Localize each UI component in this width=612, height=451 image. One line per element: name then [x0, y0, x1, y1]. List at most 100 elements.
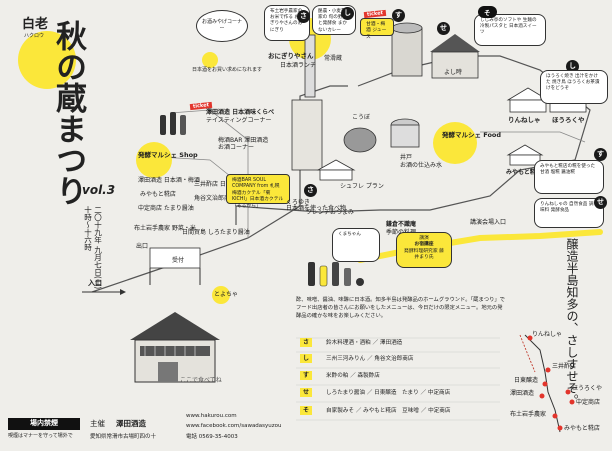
- hakko-food-label: 発酵マルシェ Food: [442, 131, 502, 139]
- ringo-marker: せ: [594, 196, 607, 209]
- regional-dot-sawada: [539, 393, 545, 399]
- hourokuya-bubble: ほうろく焼き 出汁をかけた 焼き鳥 ほうろくお茶漬けをどうぞ: [540, 70, 608, 104]
- yoshimura-marker: せ: [437, 22, 450, 35]
- roster-row-se: せしろたまり醤油 ／ 日東醸造 たまり ／ 中定商店: [300, 388, 450, 397]
- sawada-taste-label: 澤田酒造 日本酒味くらべ: [206, 109, 275, 116]
- marker-blob-food: [433, 122, 477, 164]
- ringo-bubble: りんねしゃの 自然食品 調味料 発酵食品: [534, 198, 604, 228]
- regional-dot-nakasada: [569, 399, 575, 405]
- peninsula-road: [519, 334, 536, 373]
- regional-dot-hourokuya: [565, 389, 571, 395]
- brand-logo: 白老: [22, 17, 49, 32]
- phone-number: 電話 0569-35-4003: [186, 434, 238, 440]
- shop-miyamoto: みやもと糀店: [140, 191, 176, 198]
- festival-time: 十時〜十六時: [83, 206, 93, 251]
- shufure-tent: [316, 159, 356, 171]
- shop-nakasada: 中定商店 たまり醤油: [138, 205, 194, 212]
- chimney: [304, 34, 316, 98]
- url-facebook[interactable]: www.facebook.com/sawadasyuzou: [186, 423, 282, 429]
- sawada-taste-sub-label: テイスティングコーナー: [206, 117, 272, 124]
- route-line-food: [480, 131, 586, 143]
- regional-dot-nitto: [542, 381, 548, 387]
- description-text: 酢、味噌、醤油、味醂に日本酒。知多半島は発酵品のホームグラウンド。「蔵まつり」で…: [296, 297, 505, 320]
- toyo-label: とよちゃ: [214, 291, 239, 298]
- reception-tent: [149, 247, 201, 269]
- amazake-box: 甘酒・梅酒 ジュース: [360, 18, 394, 40]
- volume-label: vol.3: [82, 183, 116, 197]
- regional-dot-nuno: [552, 413, 558, 419]
- entrance-label: 入口: [88, 279, 102, 287]
- hakko-shop-label: 発酵マルシェ Shop: [138, 151, 198, 159]
- entrance-arrow-head: [120, 289, 126, 295]
- miyamoto-tent: [506, 144, 544, 156]
- shufure-label: シュフレ プラン: [340, 183, 384, 190]
- shufure-marker: さ: [304, 184, 317, 197]
- regional-dot-ringo: [527, 335, 533, 341]
- omiyage-sub-label: 日本酒をお買い求めになれます: [192, 67, 263, 73]
- miyamoto-label: みやもと糀店: [506, 169, 542, 176]
- route-line-shop: [159, 156, 231, 177]
- soul-company-sub: 梅酒カクテル「菊 KICHI」日本酒カクテル「そるから」: [232, 190, 284, 209]
- onigiri-label: おにぎりやさん: [268, 52, 314, 60]
- sake-bottle-6: [332, 262, 339, 286]
- shop-marker-blob: [136, 142, 172, 178]
- kuroyuki-sub-label: 日本酒を使った食べ物: [286, 205, 347, 212]
- organizer-label: 主催: [90, 419, 105, 428]
- kuroyuki-label: くろゆき: [286, 199, 311, 206]
- organizer-name: 澤田酒造: [116, 419, 146, 428]
- marker-blob-omiyage: [202, 52, 218, 68]
- toyo-note-label: ここで食べてね: [180, 377, 222, 384]
- miyamoto-marker: す: [594, 148, 607, 161]
- title-highlight-blob: [18, 31, 76, 89]
- lecture-title: お宿講座: [414, 242, 434, 248]
- brand-logo-sub: ハクロウ: [24, 33, 45, 39]
- regional-label-nuno: 布土岩手農家: [510, 411, 547, 418]
- lecture-entrance-label: 講演会場入口: [470, 219, 507, 226]
- regional-label-ringo: りんねしゃ: [532, 331, 563, 338]
- roster-row-sa: さ鈴木料理酒・酒粕 ／ 澤田酒造: [300, 338, 402, 347]
- shop-nuno: 布土岩手農家 野菜・米: [134, 225, 196, 232]
- hourokuya-marker: し: [566, 60, 579, 73]
- kamakura-label: 鎌倉不識庵: [386, 221, 417, 228]
- hourokuya-label: ほうろくや: [552, 116, 585, 124]
- roster-row-so: そ自家製みそ ／ みやもと糀店 豆味噌 ／ 中定商店: [300, 406, 450, 415]
- umeshu-bar-label: 梅酒BAR 澤田酒造: [218, 137, 269, 144]
- reception-label: 受付: [172, 257, 185, 264]
- brewery-door: [158, 362, 178, 382]
- shijimi-pill: そ: [478, 6, 497, 18]
- roster-row-su: す米酢の粕 ／ 森製酢店: [300, 371, 380, 380]
- sake-bottle-4: [308, 262, 315, 286]
- regional-dot-mitsui: [545, 367, 551, 373]
- exit-label: 出口: [136, 243, 149, 250]
- no-smoking-note: 喫煙はマナーを守って場外で: [8, 433, 73, 439]
- regional-label-sawada: 澤田酒造: [510, 390, 535, 397]
- ringo-label: りんねしゃ: [508, 116, 541, 124]
- well-body: [390, 124, 420, 148]
- sake-bottle-3: [180, 115, 186, 135]
- yoshimura-roof: [430, 34, 480, 52]
- sake-bottle-5: [319, 265, 328, 287]
- festival-title: 秋の蔵まつり: [50, 20, 86, 206]
- regional-label-mitsui: 三井酢店: [552, 363, 577, 370]
- soul-company-title: 梅酒BAR SOUL COMPANY from 札幌: [232, 178, 280, 190]
- yoshimura-building: [431, 51, 479, 79]
- shop-himakajima: 日間賀島 しろたまり醤油: [182, 229, 250, 236]
- sake-cup: [356, 278, 364, 286]
- regional-dot-miyamoto: [557, 425, 563, 431]
- miyamoto-bubble: みやもと糀店の糀を使った 甘酒 塩糀 醤油糀: [534, 160, 604, 194]
- shufure-sub-label: フレンチおつまみ: [306, 209, 355, 216]
- shop-sawada: 澤田酒造 日本酒・梅酒: [138, 177, 200, 184]
- well-label: 井戸: [400, 154, 413, 161]
- ramp-building: [291, 99, 323, 171]
- lecture-desc: 発酵料理研究家 藤井まり氏: [404, 248, 444, 261]
- koubo-tank: [343, 127, 377, 153]
- sake-bottle-7: [344, 268, 351, 286]
- kuma-bubble: くまちゃん: [332, 228, 380, 262]
- onigiri-sub-label: 日本酒ランチ: [280, 62, 317, 69]
- festival-date: 二〇十九年 九月七日(土): [93, 206, 103, 290]
- tank-tower: [391, 27, 423, 77]
- url-hakurou[interactable]: www.hakurou.com: [186, 413, 237, 419]
- sake-bottle-2: [170, 112, 176, 135]
- soul-company-box: 梅酒BAR SOUL COMPANY from 札幌 梅酒カクテル「菊 KICH…: [226, 174, 290, 209]
